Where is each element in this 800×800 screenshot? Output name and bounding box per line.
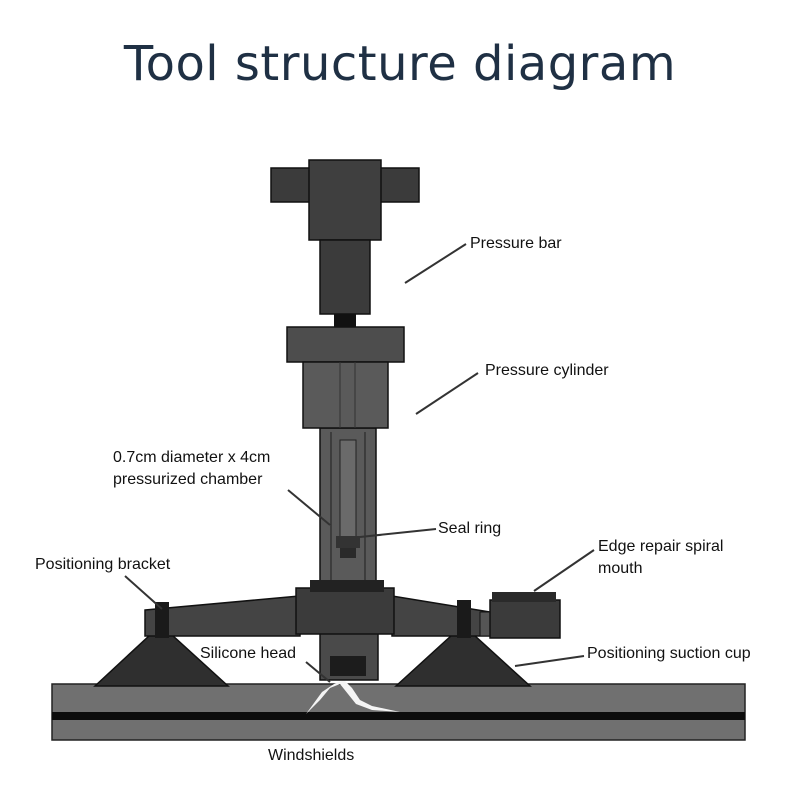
silicone-head xyxy=(319,629,379,681)
label-pressure-bar: Pressure bar xyxy=(470,235,562,252)
pressurized-chamber xyxy=(310,427,384,592)
leader-lines xyxy=(124,243,595,683)
label-pressure-cylinder: Pressure cylinder xyxy=(485,362,609,379)
label-edge-repair-line2: mouth xyxy=(598,560,642,577)
label-seal-ring: Seal ring xyxy=(438,520,501,537)
positioning-suction-cup-right xyxy=(394,634,532,687)
windshield xyxy=(51,680,746,741)
pressure-bar xyxy=(270,159,420,327)
label-positioning-suction-cup: Positioning suction cup xyxy=(587,645,751,662)
edge-repair-spiral-mouth xyxy=(489,592,561,639)
label-edge-repair-line1: Edge repair spiral xyxy=(598,538,723,555)
pressure-cylinder xyxy=(286,326,405,429)
label-chamber-line1: 0.7cm diameter x 4cm xyxy=(113,449,270,466)
positioning-bracket xyxy=(144,587,495,638)
label-chamber-line2: pressurized chamber xyxy=(113,471,263,488)
label-windshields: Windshields xyxy=(268,747,354,764)
label-positioning-bracket: Positioning bracket xyxy=(35,556,171,573)
label-silicone-head: Silicone head xyxy=(200,645,296,662)
diagram-title: Tool structure diagram xyxy=(123,36,677,92)
